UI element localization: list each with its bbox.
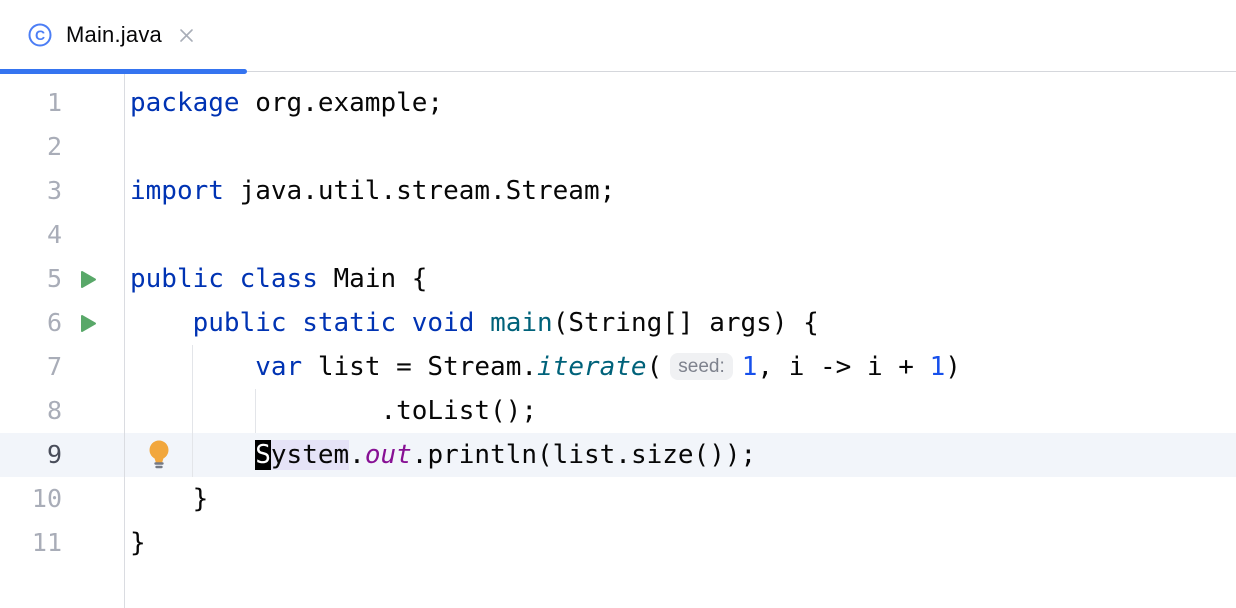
code-token <box>130 440 255 470</box>
code-line-3[interactable]: import java.util.stream.Stream; <box>130 169 615 213</box>
tabbar-divider <box>0 71 1236 72</box>
active-tab-indicator <box>0 69 247 74</box>
parameter-hint-inlay: seed: <box>670 353 733 380</box>
code-token <box>396 308 412 338</box>
code-token: out <box>364 440 412 470</box>
code-token: (String[] args) { <box>552 308 819 338</box>
line-number-7[interactable]: 7 <box>46 352 62 381</box>
code-token <box>287 308 303 338</box>
code-token: java.util.stream.Stream; <box>223 176 616 206</box>
line-number-5[interactable]: 5 <box>46 264 62 293</box>
line-number-11[interactable]: 11 <box>31 528 62 557</box>
caret-row-highlight <box>0 433 1236 477</box>
code-token <box>474 308 490 338</box>
code-line-7[interactable]: var list = Stream.iterate( seed: 1, i -> i… <box>130 345 961 389</box>
code-line-11[interactable]: } <box>130 521 146 565</box>
code-token: static <box>302 308 397 338</box>
indent-guide <box>192 345 193 477</box>
tab-main-java[interactable]: C Main.java <box>0 0 247 70</box>
line-number-3[interactable]: 3 <box>46 176 62 205</box>
code-token: ) <box>945 352 961 382</box>
code-token: . <box>349 440 365 470</box>
close-icon[interactable] <box>178 26 196 44</box>
code-token: void <box>411 308 475 338</box>
java-class-icon: C <box>28 23 52 47</box>
code-token: public <box>130 264 224 294</box>
code-token: 1 <box>741 352 758 382</box>
code-line-8[interactable]: .toList(); <box>130 389 537 433</box>
code-token: package <box>130 88 240 118</box>
line-number-1[interactable]: 1 <box>46 88 62 117</box>
line-number-9[interactable]: 9 <box>46 440 62 469</box>
code-token: .println(list.size()); <box>411 440 757 470</box>
tab-title: Main.java <box>66 22 162 47</box>
code-token: list = Stream. <box>302 352 538 382</box>
code-token: import <box>130 176 224 206</box>
line-number-8[interactable]: 8 <box>46 396 62 425</box>
code-line-10[interactable]: } <box>130 477 209 521</box>
code-token: var <box>255 352 303 382</box>
code-token: } <box>130 484 209 514</box>
code-line-1[interactable]: package org.example; <box>130 81 443 125</box>
indent-guide <box>255 389 256 433</box>
code-token: , i -> i + <box>757 352 930 382</box>
code-token: ( <box>646 352 663 382</box>
text-caret: S <box>255 440 271 470</box>
line-number-6[interactable]: 6 <box>46 308 62 337</box>
code-token: ystem <box>270 440 350 470</box>
code-token: org.example; <box>239 88 444 118</box>
code-line-9[interactable]: System.out.println(list.size()); <box>130 433 756 477</box>
code-line-6[interactable]: public static void main(String[] args) { <box>130 301 819 345</box>
run-gutter-icon[interactable] <box>78 269 98 289</box>
code-token: public <box>192 308 287 338</box>
code-token: } <box>130 528 146 558</box>
run-gutter-icon[interactable] <box>78 313 98 333</box>
code-token: Main { <box>317 264 428 294</box>
code-token: iterate <box>537 352 647 382</box>
line-number-10[interactable]: 10 <box>31 484 62 513</box>
line-number-4[interactable]: 4 <box>46 220 62 249</box>
editor-tab-bar: C Main.java <box>0 0 1236 74</box>
code-token: main <box>490 308 553 338</box>
svg-text:C: C <box>35 27 45 43</box>
code-token: class <box>239 264 318 294</box>
intention-bulb-icon[interactable] <box>147 439 171 471</box>
code-token: .toList(); <box>130 396 537 426</box>
code-token <box>130 352 255 382</box>
code-token: 1 <box>929 352 946 382</box>
line-number-2[interactable]: 2 <box>46 132 62 161</box>
code-token <box>224 264 240 294</box>
code-token <box>130 308 193 338</box>
gutter-separator <box>124 72 125 608</box>
code-line-5[interactable]: public class Main { <box>130 257 427 301</box>
